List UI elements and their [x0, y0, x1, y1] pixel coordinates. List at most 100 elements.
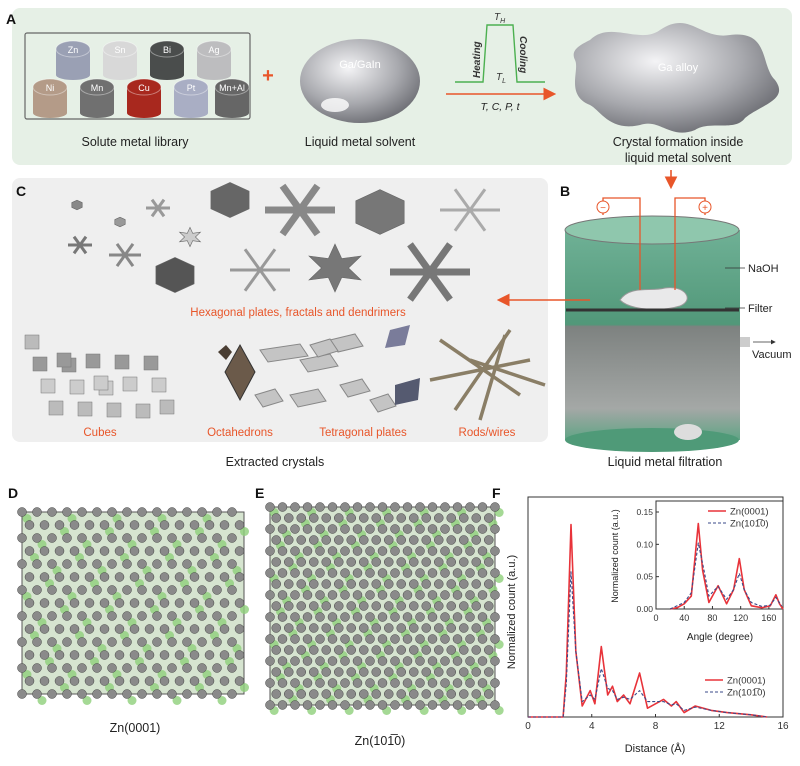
- zn-atom: [122, 585, 132, 595]
- zn-atom: [371, 513, 381, 523]
- zn-atom: [365, 590, 375, 600]
- zn-atom: [477, 546, 488, 556]
- zn-atom: [84, 676, 95, 686]
- zn-atom: [296, 689, 306, 699]
- series-line-zn-1010: [528, 571, 768, 718]
- x-tick-label: 0: [525, 721, 531, 732]
- plot-frame: [655, 500, 784, 610]
- rods-caption: Rods/wires: [459, 427, 516, 439]
- zn-atom: [277, 546, 288, 556]
- zn-atom: [334, 689, 344, 699]
- zn-atom: [227, 689, 237, 699]
- zn-atom: [471, 535, 481, 545]
- cube-crystal: [24, 334, 40, 350]
- zn-atom: [227, 585, 237, 595]
- zn-atom: [371, 623, 381, 633]
- zn-atom: [77, 611, 87, 621]
- zn-atom: [84, 650, 95, 660]
- plus-sign-b: +: [702, 203, 708, 214]
- zn-atom: [69, 572, 80, 582]
- zn-atom: [99, 650, 110, 660]
- zn-atom: [315, 612, 325, 622]
- zn-atom: [352, 678, 363, 688]
- snowflake-crystal: [146, 198, 170, 218]
- zn-atom: [384, 623, 394, 633]
- zn-atom: [296, 579, 306, 589]
- alloy-caption-line2: liquid metal solvent: [625, 151, 732, 165]
- zn-atom: [129, 676, 140, 686]
- zn-atom: [390, 634, 400, 644]
- cube-crystal: [56, 352, 72, 368]
- zn-atom: [219, 624, 230, 634]
- zn-atom: [107, 507, 117, 517]
- dendrite-crystal: [265, 183, 335, 237]
- zn-atom: [334, 513, 344, 523]
- zn-atom: [182, 637, 192, 647]
- crystal-illustrations: [24, 182, 546, 421]
- zn-atom: [137, 637, 147, 647]
- cube-crystal: [114, 354, 130, 370]
- zn-atom: [327, 634, 338, 644]
- solvent-caption: Liquid metal solvent: [305, 135, 416, 149]
- zn-atom: [32, 637, 42, 647]
- zn-atom: [271, 645, 281, 655]
- zn-atom: [465, 656, 475, 666]
- zn-atom: [277, 524, 288, 534]
- zn-atom: [446, 667, 456, 677]
- zn-atom: [302, 524, 313, 534]
- conditions-label: T, C, P, t: [480, 101, 520, 113]
- zn-atom: [107, 611, 117, 621]
- zn-atom: [327, 524, 338, 534]
- zn-atom: [352, 568, 363, 578]
- zn-atom: [490, 502, 500, 512]
- vacuum-port: [740, 337, 750, 347]
- zn-atom: [265, 678, 275, 688]
- ga-atom: [37, 696, 47, 705]
- cube-crystal: [135, 403, 151, 419]
- zn-atom: [477, 590, 488, 600]
- zn-atom: [277, 590, 288, 600]
- zn-atom: [409, 623, 419, 633]
- zn-atom: [459, 513, 469, 523]
- legend-entry: Zn(0001): [730, 507, 769, 518]
- zn-atom: [309, 623, 319, 633]
- zn-atom: [334, 579, 344, 589]
- zn-atom: [409, 689, 419, 699]
- zn-atom: [62, 611, 72, 621]
- zn-atom: [346, 601, 356, 611]
- zn-atom: [359, 667, 369, 677]
- zn-atom: [69, 650, 80, 660]
- zn-atom: [327, 568, 338, 578]
- metal-library-box: [24, 32, 251, 120]
- zn-atom: [346, 623, 356, 633]
- solvent-label: Ga/GaIn: [339, 59, 381, 71]
- zn-atom: [484, 645, 494, 655]
- zn-atom: [39, 650, 50, 660]
- zn-atom: [396, 623, 406, 633]
- zn-atom: [452, 700, 463, 710]
- zn-atom: [32, 585, 42, 595]
- zn-atom: [315, 524, 325, 534]
- zn-atom: [290, 524, 300, 534]
- zn-atom: [197, 585, 207, 595]
- tetragonal-plate: [369, 393, 397, 413]
- zn-atom: [340, 502, 350, 512]
- zn-atom: [129, 650, 140, 660]
- inset-background: [656, 501, 783, 609]
- zn-atom: [434, 667, 444, 677]
- zn-atom: [204, 676, 215, 686]
- zn-atom: [47, 585, 57, 595]
- hex-plate: [71, 199, 83, 211]
- zn-atom: [459, 579, 469, 589]
- zn-atom: [440, 502, 450, 512]
- zn-atom: [182, 611, 192, 621]
- zn-atom: [327, 700, 338, 710]
- metal-cylinder-mn-al: Mn+Al: [214, 78, 250, 118]
- zn-atom: [62, 507, 72, 517]
- zn-atom: [284, 601, 294, 611]
- zn-atom: [69, 624, 80, 634]
- zn-atom: [434, 623, 444, 633]
- zn-atom: [402, 678, 413, 688]
- zn-atom: [440, 656, 450, 666]
